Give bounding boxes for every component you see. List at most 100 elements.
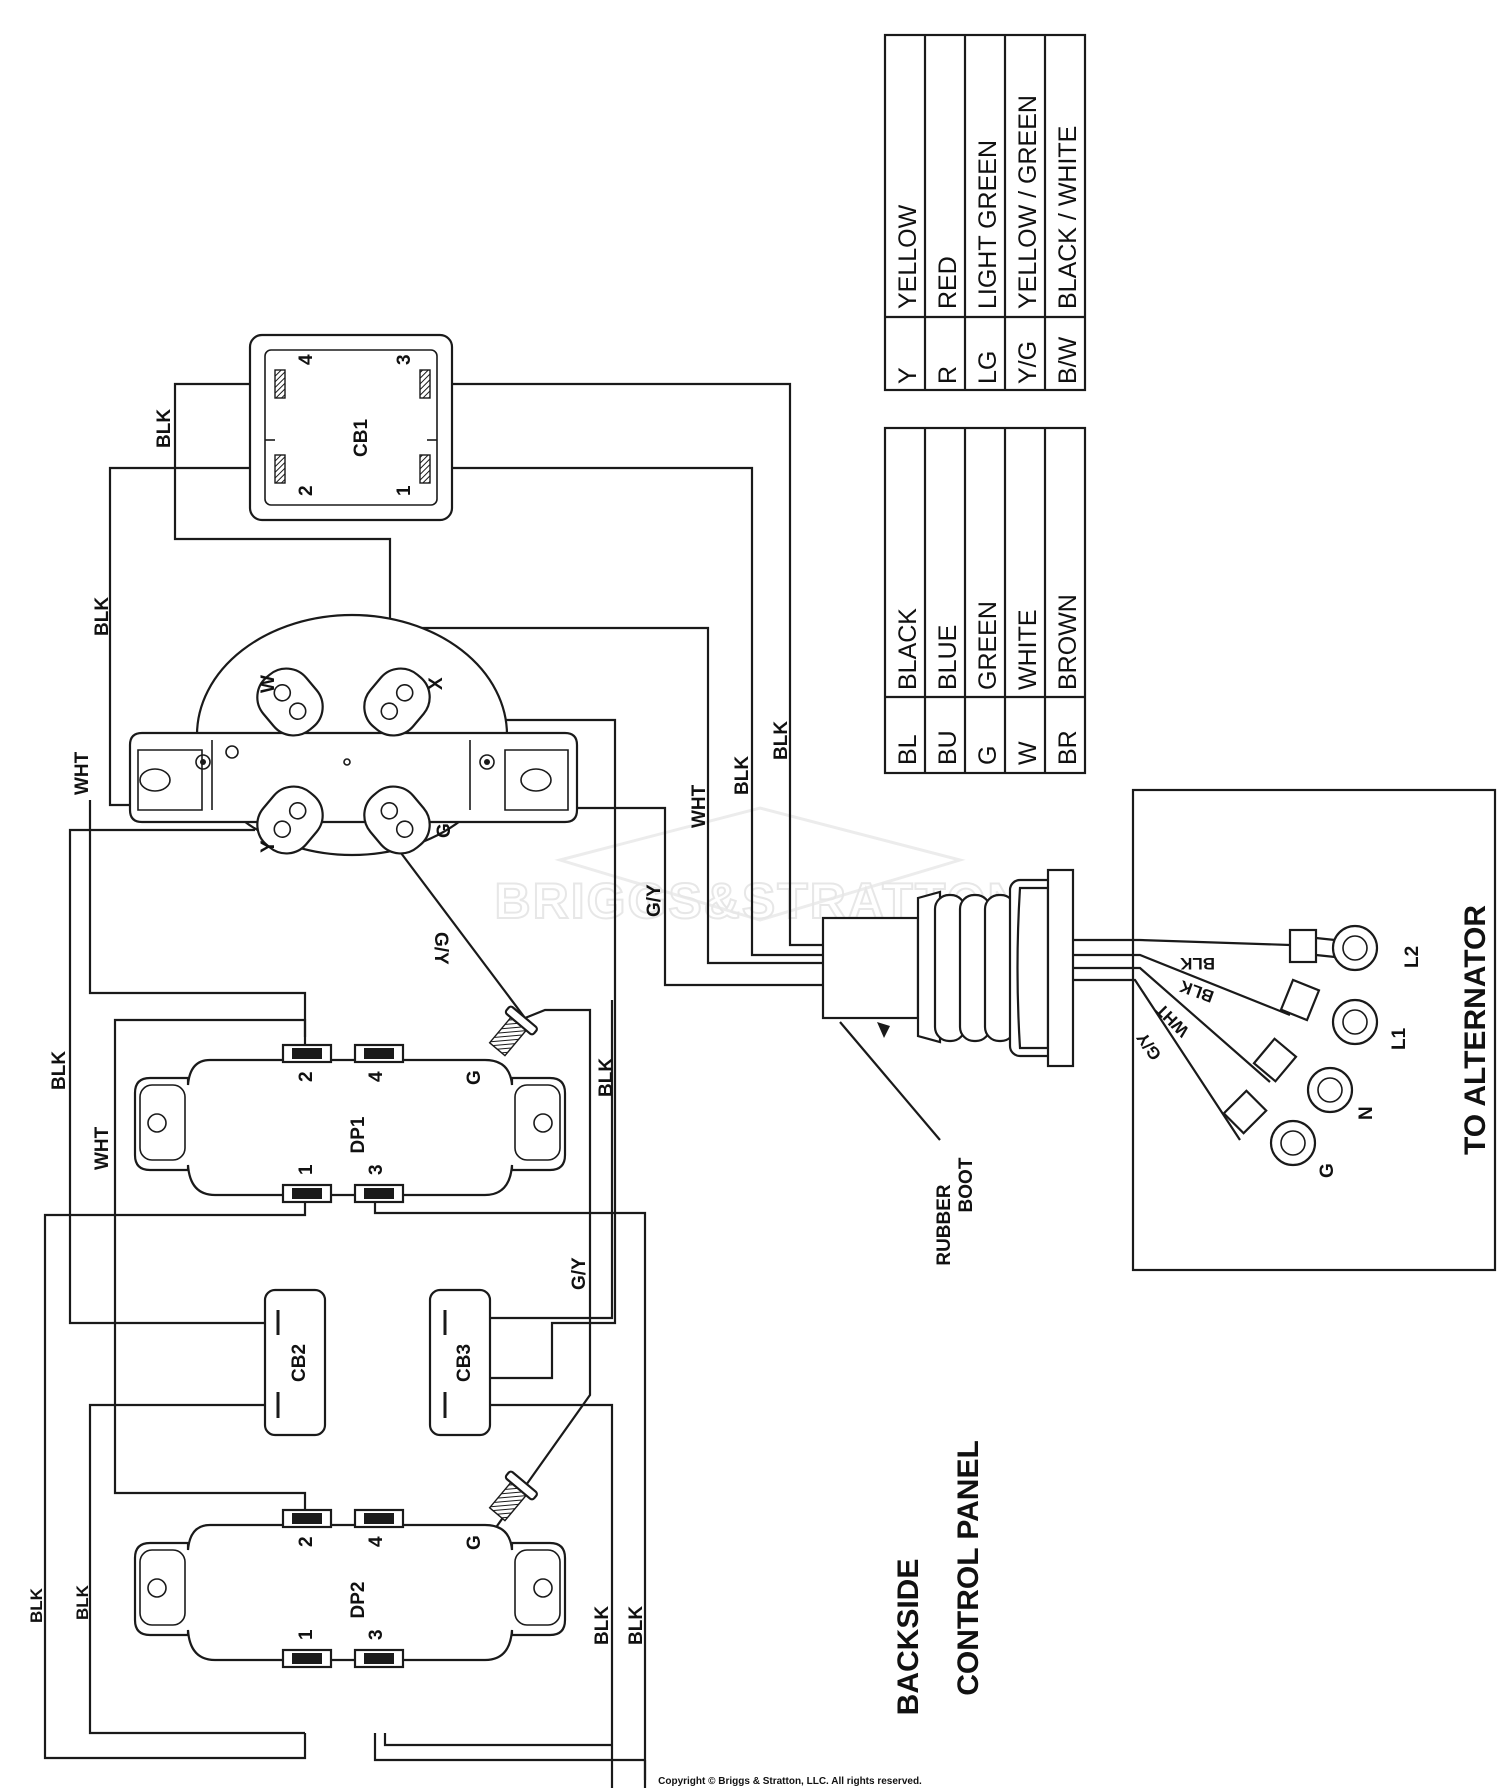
wire-cb1-3-to-harness [425, 382, 823, 947]
lead-color-g: G/Y [1133, 1028, 1166, 1063]
legend-table-2: Y YELLOW R RED LG LIGHT GREEN Y/G YELLOW… [883, 33, 1087, 392]
label-blk: BLK [626, 1606, 647, 1645]
receptacle-pin-w: W [258, 675, 279, 693]
legend-1-row-1: BU BLUE [934, 625, 962, 765]
legend-1-row-4: BR BROWN [1054, 594, 1082, 765]
lead-color-l2: BLK [1179, 954, 1215, 973]
terminal-l2 [1288, 924, 1379, 972]
legend-1-row-2: G GREEN [974, 601, 1002, 765]
legend-color: BROWN [1054, 594, 1082, 690]
dp2-label: DP2 [348, 1582, 369, 1619]
label-blk: BLK [596, 1058, 617, 1097]
legend-code: LG [974, 351, 1002, 384]
wire-wht-dp1-dp2 [113, 1018, 307, 1512]
lead-color-n: WHT [1152, 999, 1193, 1040]
dp2-pin-1: 1 [296, 1629, 317, 1640]
alternator-title: TO ALTERNATOR [1459, 905, 1492, 1155]
label-blk: BLK [771, 721, 792, 760]
label-gy-harness: G/Y [644, 884, 665, 917]
panel-title-line1: BACKSIDE [892, 1559, 925, 1716]
legend-code: Y/G [1014, 341, 1042, 384]
receptacle: W X Y G [128, 613, 579, 857]
label-blk: BLK [27, 1587, 46, 1623]
wire-wht-cb3 [255, 718, 617, 1380]
label-wht: WHT [92, 1126, 113, 1170]
legend-2-row-3: Y/G YELLOW / GREEN [1014, 95, 1042, 384]
dp2-pin-g: G [464, 1535, 485, 1550]
legend-color: YELLOW [894, 204, 922, 309]
wire-dp1-1-dp2-1 [43, 1193, 307, 1760]
terminal-n [1252, 1037, 1354, 1114]
legend-code: BR [1054, 730, 1082, 765]
wire-dp1-g-gy [394, 844, 526, 1019]
outlet-dp2: DP2 1 2 3 4 G [133, 1470, 567, 1669]
legend-color: BLUE [934, 625, 962, 690]
alternator-box: TO ALTERNATOR [1073, 788, 1497, 1272]
breaker-cb3: CB3 [428, 1288, 492, 1437]
wire-cb2-dp2 [88, 1403, 305, 1735]
legend-1-row-0: BL BLACK [894, 608, 922, 765]
cb1-pin-4: 4 [296, 354, 317, 365]
label-blk: BLK [49, 1051, 70, 1090]
breaker-cb1: CB1 1 2 3 4 [248, 333, 454, 522]
legend-2-row-4: B/W BLACK / WHITE [1054, 126, 1082, 384]
cb1-pin-1: 1 [394, 485, 415, 496]
legend-code: BL [894, 734, 922, 765]
legend-color: BLACK / WHITE [1054, 126, 1082, 309]
legend-2-row-2: LG LIGHT GREEN [974, 140, 1002, 384]
dp1-pin-4: 4 [366, 1071, 387, 1082]
receptacle-pin-g: G [434, 823, 455, 838]
legend-code: Y [894, 367, 922, 384]
legend-2-row-1: R RED [934, 256, 962, 384]
label-blk: BLK [73, 1584, 92, 1620]
terminal-l2-label: L2 [1402, 946, 1423, 968]
rubber-boot-line1: RUBBER [934, 1184, 955, 1266]
label-gy-receptacle: G/Y [430, 932, 451, 965]
dp1-pin-g: G [464, 1070, 485, 1085]
wire-receptacle-y-cb2 [68, 828, 275, 1325]
terminal-g-label: G [1317, 1163, 1338, 1178]
terminal-n-label: N [1356, 1106, 1377, 1120]
legend-color: GREEN [974, 601, 1002, 690]
wire-dp2-3b [383, 1733, 612, 1747]
dp2-pin-3: 3 [366, 1629, 387, 1640]
dp1-label: DP1 [348, 1116, 369, 1153]
label-gy-dp: G/Y [569, 1257, 590, 1290]
cb3-label: CB3 [454, 1344, 475, 1382]
dp1-pin-1: 1 [296, 1164, 317, 1175]
legend-1-row-3: W WHITE [1014, 609, 1042, 765]
terminal-g [1222, 1089, 1317, 1167]
cb1-pin-2: 2 [296, 485, 317, 496]
terminal-l1 [1279, 978, 1379, 1046]
legend-code: R [934, 366, 962, 384]
cb2-label: CB2 [289, 1344, 310, 1382]
label-blk: BLK [92, 597, 113, 636]
wire-dp1-2 [88, 800, 307, 1037]
legend-color: YELLOW / GREEN [1014, 95, 1042, 309]
outlet-dp1: DP1 1 2 3 4 G [133, 1005, 567, 1204]
legend-code: G [974, 746, 1002, 765]
legend-color: LIGHT GREEN [974, 140, 1002, 309]
dp1-pin-2: 2 [296, 1071, 317, 1082]
legend-color: WHITE [1014, 609, 1042, 690]
label-blk: BLK [592, 1606, 613, 1645]
rubber-boot: RUBBER BOOT [821, 868, 1075, 1266]
wire-cb1-4-to-receptacle-x [173, 382, 392, 683]
receptacle-pin-x: X [426, 677, 447, 690]
legend-color: BLACK [894, 608, 922, 690]
wire-dp2-3 [373, 1733, 645, 1762]
terminal-l1-label: L1 [1389, 1027, 1410, 1050]
label-wht: WHT [689, 784, 710, 828]
panel-title-line2: CONTROL PANEL [952, 1440, 985, 1696]
rubber-boot-line2: BOOT [956, 1157, 977, 1212]
legend-code: B/W [1054, 336, 1082, 384]
cb1-label: CB1 [351, 419, 372, 457]
label-blk: BLK [732, 756, 753, 795]
legend-code: W [1014, 741, 1042, 765]
legend-color: RED [934, 256, 962, 309]
lead-color-l1: BLK [1176, 976, 1216, 1006]
breaker-cb2: CB2 [263, 1288, 327, 1437]
dp1-pin-3: 3 [366, 1164, 387, 1175]
wire-dp1-g-dp2-g [474, 1008, 592, 1558]
